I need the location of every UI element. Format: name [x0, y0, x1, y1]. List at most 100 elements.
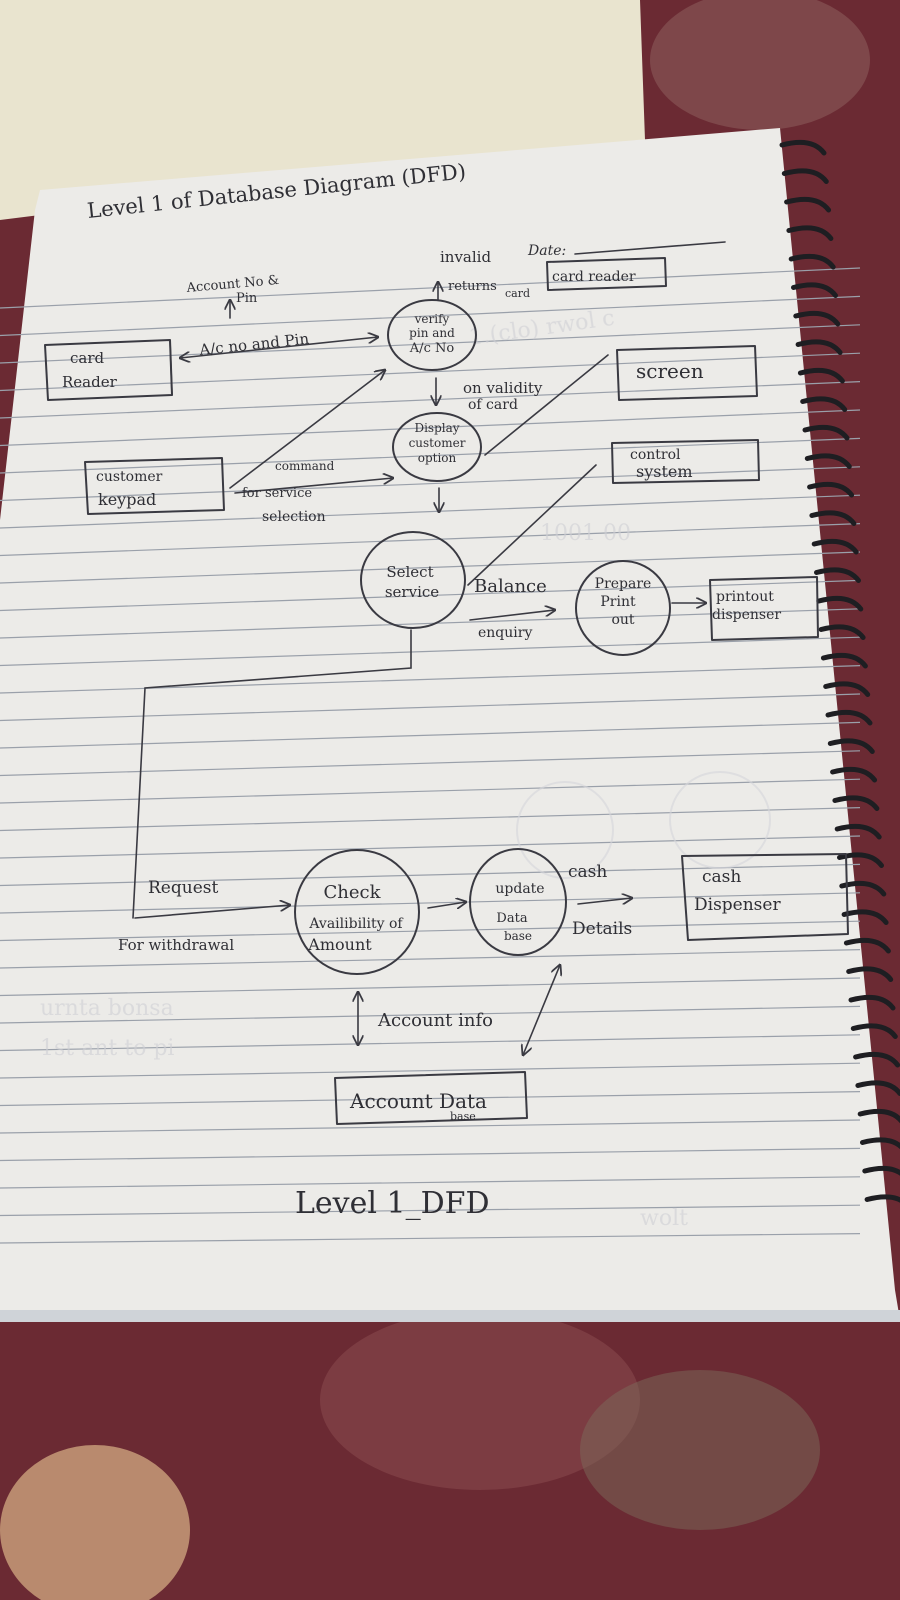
spiral-coil	[814, 567, 861, 583]
ruled-line	[0, 807, 861, 832]
cream-sheet-background	[0, 0, 645, 220]
spiral-coil	[837, 852, 884, 868]
process-label: base	[504, 929, 532, 943]
flow-arrow	[469, 610, 555, 621]
svg-text:urnta bonsa: urnta bonsa	[40, 996, 174, 1021]
process-select-service: Select service	[360, 531, 466, 629]
ruled-line	[0, 551, 861, 584]
spiral-coil	[779, 139, 827, 156]
entity-printout-dispenser: printout dispenser	[709, 576, 819, 641]
process-label: update	[495, 881, 544, 897]
spiral-coil	[788, 253, 836, 270]
spiral-coil	[795, 339, 843, 355]
ruled-line	[0, 381, 861, 419]
ruled-line	[0, 665, 861, 694]
spiral-coil	[827, 738, 875, 754]
spiral-coil	[855, 1080, 900, 1096]
entity-label: keypad	[98, 490, 156, 509]
process-label: Prepare	[595, 576, 652, 592]
flow-arrow	[234, 478, 393, 494]
ruled-line	[0, 523, 861, 557]
spiral-coil	[781, 168, 829, 184]
entity-label: Reader	[62, 373, 118, 391]
spiral-coil	[841, 909, 889, 925]
process-label: pin and	[409, 326, 455, 340]
entity-cash-dispenser: cash Dispenser	[681, 853, 849, 941]
spiral-coil	[818, 624, 866, 640]
finger-thumb	[0, 1445, 190, 1600]
page-stack-edge	[0, 1310, 900, 1322]
ruled-line	[0, 466, 861, 502]
spiral-coil	[848, 994, 896, 1011]
spiral-coil	[807, 481, 855, 498]
entity-card-reader-top: card reader	[546, 257, 667, 291]
flow-label-invalid: invalid	[440, 248, 491, 266]
process-label: Amount	[307, 935, 372, 954]
flow-arrow	[427, 902, 466, 908]
ruled-line	[0, 579, 861, 612]
spiral-coil	[823, 681, 871, 697]
ruled-line	[0, 1034, 861, 1052]
ruled-line	[0, 1062, 861, 1079]
flow-label-invalid: returns	[448, 279, 497, 294]
svg-text:1st ant to pi: 1st ant to pi	[40, 1036, 174, 1061]
date-label: Date:	[527, 243, 566, 259]
ruled-line	[0, 1147, 861, 1162]
process-label: Check	[323, 882, 381, 903]
process-label: Display	[414, 421, 459, 435]
ruled-line	[0, 1176, 861, 1189]
process-label: service	[385, 583, 439, 601]
spiral-coil	[853, 1051, 900, 1068]
ruled-line	[0, 636, 861, 667]
ruled-line	[0, 1119, 861, 1134]
process-update-database: update Data base	[469, 848, 567, 956]
flow-arrow	[523, 965, 560, 1055]
spiral-coil	[800, 396, 848, 412]
ruled-line	[0, 409, 861, 447]
flow-label-request: For withdrawal	[118, 936, 234, 954]
entity-label: base	[450, 1110, 476, 1123]
spiral-coil	[834, 823, 882, 840]
spiral-coil	[809, 510, 857, 526]
flow-arrow	[134, 905, 290, 919]
process-label: Print	[600, 594, 636, 610]
process-prepare-printout: Prepare Print out	[575, 560, 671, 656]
flow-line	[467, 464, 597, 586]
process-label: Select	[386, 563, 433, 581]
flow-label-command: for service	[242, 486, 312, 501]
process-check-availability: Check Availibility of Amount	[294, 849, 420, 975]
flow-label-invalid: card	[505, 287, 530, 300]
ruled-line	[0, 267, 861, 309]
spiral-coil	[857, 1108, 900, 1124]
process-label: customer	[409, 436, 466, 450]
entity-label: Dispenser	[694, 895, 781, 915]
spiral-coil	[843, 937, 891, 954]
flow-label-validity: on validity	[463, 379, 543, 397]
ruled-line	[0, 352, 861, 392]
flow-label-balance: enquiry	[478, 625, 532, 641]
ruled-line	[0, 835, 861, 859]
ruled-line	[0, 920, 861, 942]
spiral-coil	[797, 367, 845, 384]
ruled-line	[0, 295, 861, 337]
entity-control-system: control system	[611, 439, 760, 484]
ruled-line	[0, 750, 861, 777]
flow-label-command: command	[275, 459, 335, 473]
flow-label-cash: cash	[568, 862, 607, 882]
ruled-line	[0, 608, 861, 639]
ruled-line	[0, 1005, 861, 1024]
spiral-coil	[784, 196, 832, 213]
entity-label: customer	[96, 469, 163, 485]
spiral-coil	[846, 966, 894, 982]
ruled-line	[0, 1204, 861, 1217]
entity-card-reader-left: card Reader	[44, 339, 173, 401]
entity-label: dispenser	[712, 607, 781, 623]
svg-text:wolt: wolt	[640, 1206, 688, 1231]
entity-label: screen	[636, 359, 704, 383]
ruled-line	[0, 1233, 861, 1244]
entity-label: printout	[716, 589, 774, 605]
flow-arrow	[229, 370, 385, 489]
process-label: verify	[414, 312, 450, 326]
entity-account-database: Account Data base	[334, 1071, 528, 1125]
